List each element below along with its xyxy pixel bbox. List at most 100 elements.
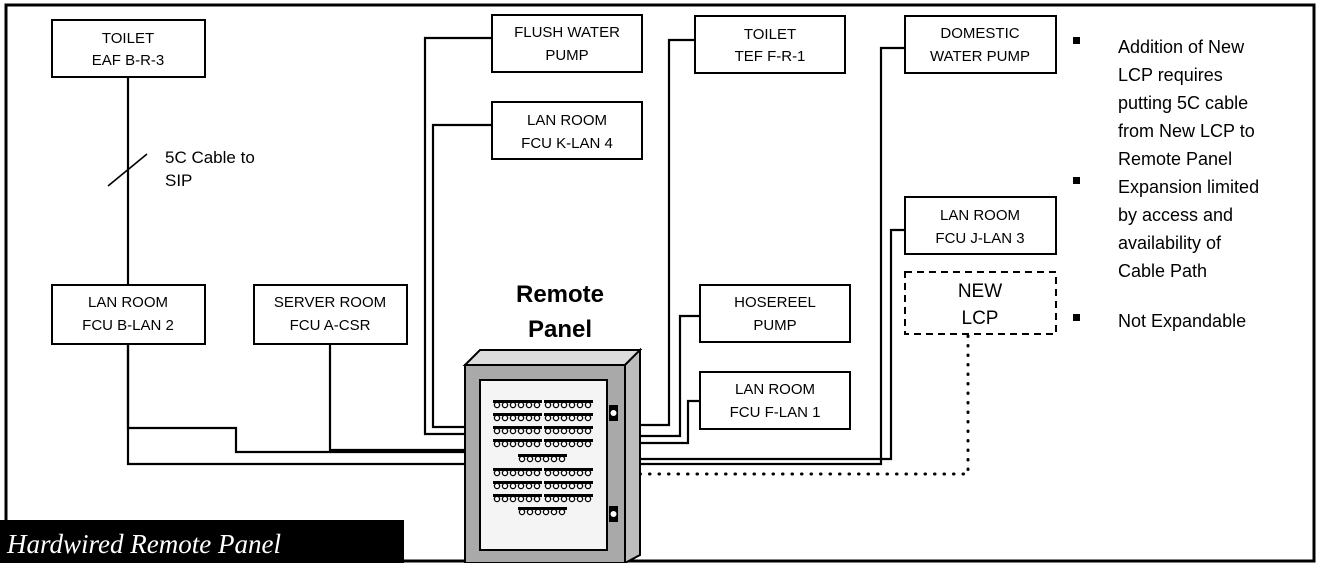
wire-lan-f	[640, 399, 700, 445]
terminal-screw	[509, 427, 517, 435]
wire-toilet-tef	[640, 38, 695, 427]
device-label-line2: PUMP	[545, 47, 588, 64]
device-label-line2: FCU A-CSR	[290, 317, 371, 334]
terminal-screw	[544, 469, 552, 477]
terminal-screw	[558, 455, 566, 463]
terminal-screw	[576, 495, 584, 503]
terminal-screw	[533, 469, 541, 477]
wire-server-room	[328, 344, 465, 452]
terminal-screw	[493, 440, 501, 448]
terminal-rail	[518, 507, 567, 510]
terminal-screw	[544, 495, 552, 503]
terminal-screw	[550, 508, 558, 516]
device-new-lcp-proposed: NEW LCP	[904, 271, 1057, 335]
device-server-room: SERVER ROOM FCU A-CSR	[253, 284, 408, 345]
terminal-screw	[517, 482, 525, 490]
terminal-screw	[576, 469, 584, 477]
terminal-screw	[584, 440, 592, 448]
terminal-rail	[544, 413, 593, 416]
terminal-screw	[552, 495, 560, 503]
terminal-screw	[509, 414, 517, 422]
terminal-screw	[509, 469, 517, 477]
device-label-line2: FCU K-LAN 4	[521, 135, 613, 152]
terminal-rail	[493, 400, 542, 403]
terminal-screw	[560, 427, 568, 435]
device-label-line1: LAN ROOM	[940, 207, 1020, 224]
terminal-screw	[544, 401, 552, 409]
device-label-line1: TOILET	[744, 26, 796, 43]
cable-slash-mark	[107, 153, 148, 187]
terminal-screw	[584, 401, 592, 409]
terminal-rail	[544, 494, 593, 497]
terminal-screw	[517, 427, 525, 435]
terminal-screw	[525, 414, 533, 422]
terminal-screw	[576, 482, 584, 490]
terminal-screw	[517, 414, 525, 422]
terminal-screw	[560, 440, 568, 448]
terminal-screw	[517, 495, 525, 503]
terminal-screw	[534, 455, 542, 463]
terminal-screw	[533, 482, 541, 490]
terminal-screw	[533, 495, 541, 503]
device-label-line2: TEF F-R-1	[735, 48, 806, 65]
terminal-screw	[525, 469, 533, 477]
device-label-line1: DOMESTIC	[940, 25, 1019, 42]
terminal-screw	[584, 495, 592, 503]
note-1-line2: LCP requires	[1118, 65, 1223, 85]
terminal-screw	[560, 482, 568, 490]
terminal-rail	[493, 468, 542, 471]
terminal-screw	[542, 508, 550, 516]
device-label-line1: NEW	[958, 281, 1002, 302]
device-toilet-tef: TOILET TEF F-R-1	[694, 15, 846, 74]
terminal-screw	[501, 482, 509, 490]
device-label-line1: LAN ROOM	[527, 112, 607, 129]
panel-title-line2: Panel	[528, 316, 592, 343]
terminal-screw	[501, 495, 509, 503]
wire-new-lcp-proposed	[638, 334, 970, 476]
terminal-screw	[576, 414, 584, 422]
bullet-marker	[1073, 177, 1080, 184]
diagram-frame	[4, 3, 1316, 563]
terminal-screw	[558, 508, 566, 516]
terminal-screw	[568, 427, 576, 435]
terminal-rail	[493, 481, 542, 484]
wire-lan-j	[640, 228, 905, 461]
terminal-screw	[550, 455, 558, 463]
terminal-screw	[525, 401, 533, 409]
panel-title-line1: Remote	[516, 281, 604, 308]
device-label-line1: TOILET	[102, 30, 154, 47]
terminal-screw	[501, 469, 509, 477]
device-label-line2: FCU F-LAN 1	[730, 404, 821, 421]
terminal-rail	[544, 468, 593, 471]
terminal-rail	[493, 426, 542, 429]
terminal-screw	[584, 482, 592, 490]
cabinet-top	[462, 349, 643, 366]
terminal-screw	[552, 469, 560, 477]
device-lan-room-b: LAN ROOM FCU B-LAN 2	[51, 284, 206, 345]
note-1-line1: Addition of New	[1118, 37, 1245, 57]
wire-domestic-pump	[640, 46, 905, 466]
device-label-line2: EAF B-R-3	[92, 52, 165, 69]
bullet-marker	[1073, 37, 1080, 44]
terminal-screw	[576, 401, 584, 409]
note-1-line3: putting 5C cable	[1118, 93, 1248, 113]
terminal-rail	[544, 400, 593, 403]
terminal-screw	[568, 469, 576, 477]
terminal-screw	[576, 427, 584, 435]
device-flush-water-pump: FLUSH WATER PUMP	[491, 14, 643, 73]
wire-lan-b	[126, 344, 465, 466]
terminal-screw	[544, 482, 552, 490]
device-lan-room-k: LAN ROOM FCU K-LAN 4	[491, 101, 643, 160]
terminal-screw	[560, 469, 568, 477]
terminal-screw	[552, 401, 560, 409]
device-label-line1: SERVER ROOM	[274, 294, 386, 311]
terminal-screw	[568, 414, 576, 422]
cable-runs	[107, 36, 970, 476]
device-label-line2: WATER PUMP	[930, 48, 1030, 65]
note-1-line5: Remote Panel	[1118, 149, 1232, 169]
terminal-screw	[509, 440, 517, 448]
terminal-screw	[501, 401, 509, 409]
terminal-screw	[542, 455, 550, 463]
terminal-screw	[560, 495, 568, 503]
